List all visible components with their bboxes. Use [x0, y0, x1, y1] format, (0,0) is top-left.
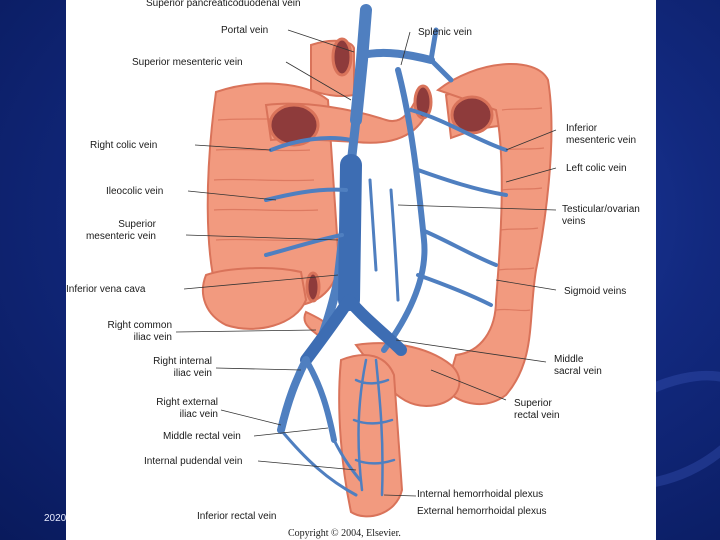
- label-right-common-iliac-vein: Right common iliac vein: [107, 320, 172, 343]
- label-right-external-iliac-vein: Right external iliac vein: [156, 397, 218, 420]
- inferior-vena-cava-path: [338, 154, 362, 311]
- label-sigmoid-veins: Sigmoid veins: [564, 286, 627, 297]
- rectum: [338, 354, 404, 518]
- label-inferior-mesenteric-vein: Inferior mesenteric vein: [566, 123, 637, 146]
- label-inferior-rectal-vein: Inferior rectal vein: [197, 511, 277, 522]
- venous-anatomy-illustration: [175, 4, 557, 518]
- label-portal-vein: Portal vein: [221, 25, 269, 36]
- vein-network: [264, 4, 508, 497]
- label-superior-mesenteric-vein-top: Superior mesenteric vein: [132, 57, 243, 68]
- label-right-colic-vein: Right colic vein: [90, 140, 158, 151]
- label-internal-hemorrhoidal-plexus: Internal hemorrhoidal plexus: [417, 489, 544, 500]
- label-internal-pudendal-vein: Internal pudendal vein: [144, 456, 243, 467]
- label-right-internal-iliac-vein: Right internal iliac vein: [153, 356, 212, 379]
- label-ileocolic-vein: Ileocolic vein: [106, 186, 164, 197]
- common-iliac-veins: [300, 294, 407, 366]
- label-superior-pancreaticoduodenal-vein: Superior pancreaticoduodenal vein: [146, 0, 301, 9]
- inferior-mesenteric-vein-path: [381, 67, 428, 353]
- label-middle-sacral-vein: Middle sacral vein: [554, 354, 602, 377]
- label-superior-mesenteric-vein-mid: Superior mesenteric vein: [85, 219, 156, 242]
- cecum: [201, 267, 308, 330]
- copyright-notice: Copyright © 2004, Elsevier.: [288, 528, 401, 539]
- leader-lines: [175, 29, 557, 497]
- label-testicular-ovarian-veins: Testicular/ovarian veins: [562, 204, 640, 227]
- label-left-colic-vein: Left colic vein: [566, 163, 627, 174]
- label-external-hemorrhoidal-plexus: External hemorrhoidal plexus: [417, 506, 547, 517]
- anatomy-figure: Superior pancreaticoduodenal vein Portal…: [66, 0, 656, 540]
- slide-year: 2020: [44, 513, 67, 524]
- splenic-vein-path: [358, 48, 435, 64]
- label-splenic-vein: Splenic vein: [418, 27, 472, 38]
- label-superior-rectal-vein: Superior rectal vein: [514, 398, 560, 421]
- colon-lumens: [268, 37, 494, 303]
- portal-vein-trunk: [350, 4, 372, 126]
- label-middle-rectal-vein: Middle rectal vein: [163, 431, 241, 442]
- haustra-lines: [213, 107, 545, 312]
- label-inferior-vena-cava: Inferior vena cava: [66, 284, 146, 295]
- colon-illustration: [201, 39, 553, 518]
